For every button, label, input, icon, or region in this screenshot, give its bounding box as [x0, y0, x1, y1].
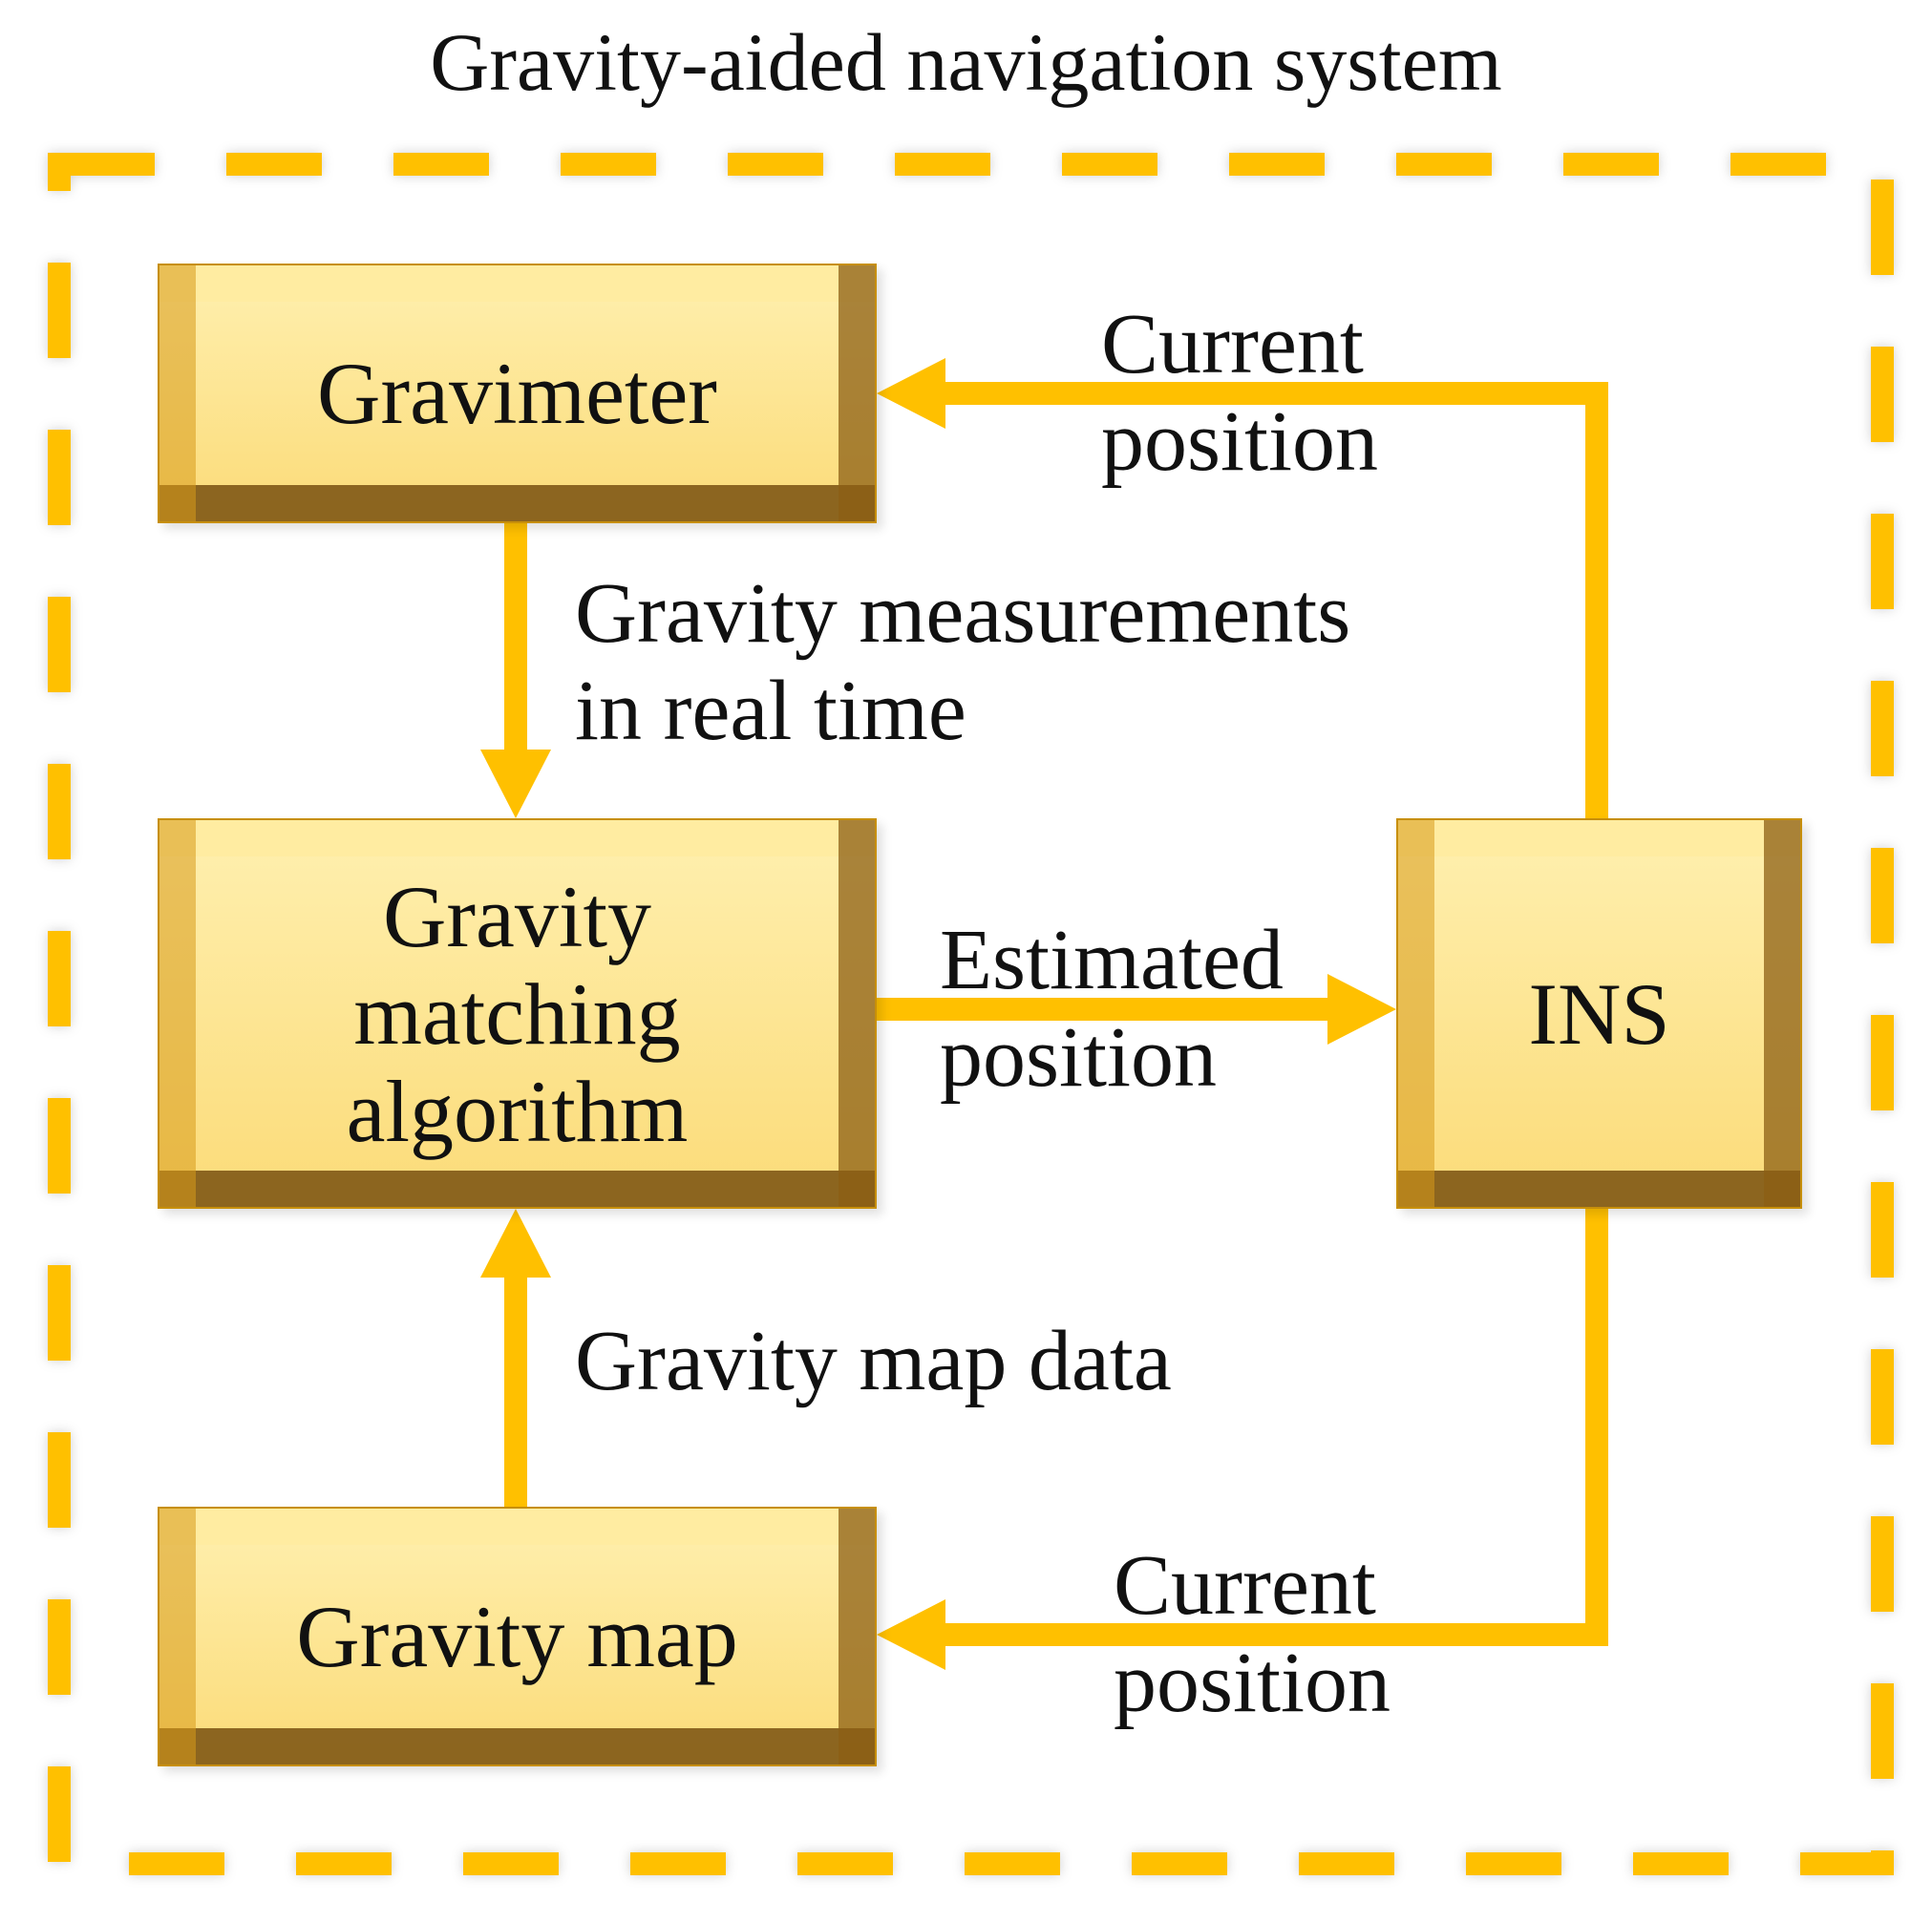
arrow-ins-to-map	[945, 1209, 1608, 1646]
edge-label-line: Gravity measurements	[575, 566, 1351, 661]
edge-label-ins-to-gravimeter: Current position	[1101, 296, 1378, 491]
node-matching-algorithm-line: algorithm	[346, 1062, 689, 1160]
edge-label-gravimeter-to-algorithm: Gravity measurements in real time	[575, 565, 1350, 760]
edge-label-algorithm-to-ins: Estimated position	[940, 912, 1284, 1107]
node-gravity-map: Gravity map	[158, 1507, 877, 1766]
edge-label-line: Estimated	[940, 913, 1284, 1007]
edge-label-line: Current	[1101, 297, 1364, 391]
node-gravimeter: Gravimeter	[158, 264, 877, 523]
edge-label-line: position	[1101, 394, 1379, 489]
edge-label-line: in real time	[575, 664, 966, 758]
node-gravimeter-label: Gravimeter	[317, 345, 717, 442]
node-matching-algorithm: Gravity matching algorithm	[158, 818, 877, 1209]
arrow-ins-to-gravimeter	[945, 382, 1608, 819]
arrowhead-map-right	[877, 1599, 945, 1670]
node-matching-algorithm-line: matching	[353, 964, 681, 1063]
arrowhead-algorithm-top	[480, 750, 551, 818]
edge-label-line: position	[940, 1010, 1218, 1105]
arrowhead-algorithm-bottom	[480, 1209, 551, 1278]
diagram-title: Gravity-aided navigation system	[430, 16, 1502, 108]
arrowhead-ins-left	[1327, 974, 1396, 1045]
node-ins-label: INS	[1528, 964, 1670, 1063]
node-ins: INS	[1396, 818, 1802, 1209]
edge-label-ins-to-map: Current position	[1114, 1537, 1391, 1732]
arrowhead-gravimeter-right	[877, 358, 945, 429]
edge-label-map-to-algorithm: Gravity map data	[575, 1314, 1172, 1408]
edge-label-line: Current	[1114, 1538, 1376, 1633]
node-gravity-map-label: Gravity map	[296, 1588, 738, 1685]
node-matching-algorithm-line: Gravity	[382, 867, 652, 965]
node-matching-algorithm-label: Gravity matching algorithm	[159, 868, 875, 1160]
edge-label-line: position	[1114, 1636, 1391, 1730]
system-boundary-frame	[48, 153, 1894, 1875]
